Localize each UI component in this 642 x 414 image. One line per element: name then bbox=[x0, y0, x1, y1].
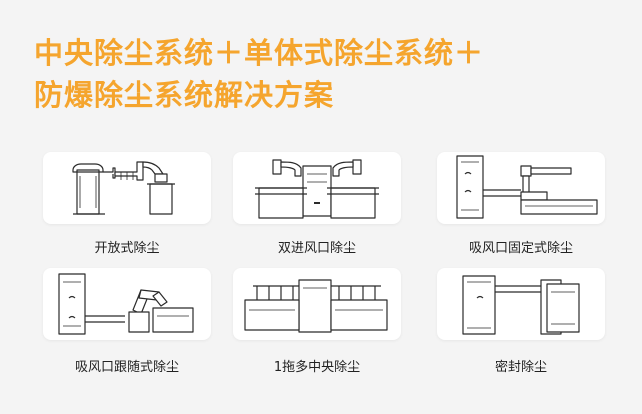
caption-fixed-suction-inlet-dust-removal: 吸风口固定式除尘 bbox=[468, 241, 573, 256]
caption-follow-suction-inlet-dust-removal: 吸风口跟随式除尘 bbox=[74, 360, 179, 375]
title-line-1: 中央除尘系统＋单体式除尘系统＋ bbox=[34, 36, 485, 70]
one-to-many-central-dust-removal-illustration bbox=[244, 279, 388, 333]
caption-sealed-dust-removal: 密封除尘 bbox=[494, 360, 547, 375]
card-sealed-dust-removal bbox=[437, 268, 605, 340]
card-fixed-suction-inlet-dust-removal bbox=[437, 152, 605, 224]
card-dual-inlet-dust-removal bbox=[233, 152, 401, 224]
open-dust-removal-illustration bbox=[72, 161, 175, 215]
card-one-to-many-central-dust-removal bbox=[233, 268, 401, 340]
dual-inlet-dust-removal-illustration bbox=[255, 159, 379, 219]
title-line-2: 防爆除尘系统解决方案 bbox=[34, 78, 335, 112]
sealed-dust-removal-illustration bbox=[462, 275, 580, 335]
caption-dual-inlet-dust-removal: 双进风口除尘 bbox=[277, 241, 356, 256]
caption-one-to-many-central-dust-removal: 1拖多中央除尘 bbox=[273, 360, 361, 375]
card-follow-suction-inlet-dust-removal bbox=[43, 268, 211, 340]
card-open-dust-removal bbox=[43, 152, 211, 224]
follow-suction-inlet-dust-removal-illustration bbox=[58, 273, 194, 335]
caption-open-dust-removal: 开放式除尘 bbox=[94, 241, 160, 256]
page-title: 中央除尘系统＋单体式除尘系统＋ 防爆除尘系统解决方案 bbox=[34, 32, 484, 116]
fixed-suction-inlet-dust-removal-illustration bbox=[456, 155, 598, 219]
